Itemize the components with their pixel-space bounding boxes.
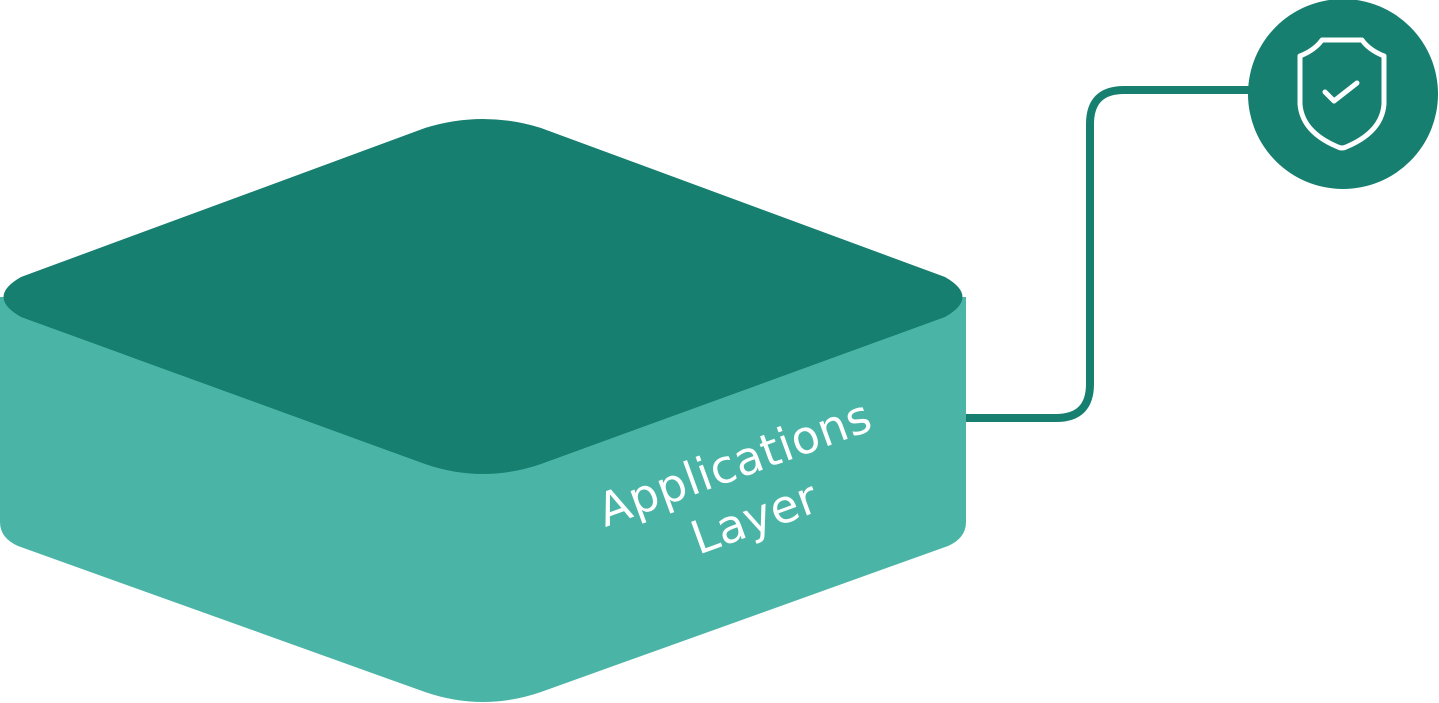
connector-line	[966, 86, 1262, 422]
shield-check-icon	[1297, 37, 1387, 151]
block-top-face	[3, 119, 963, 474]
applications-layer-block: Applications Layer	[0, 119, 966, 702]
security-badge	[1248, 0, 1438, 189]
block-side-face	[0, 297, 966, 702]
